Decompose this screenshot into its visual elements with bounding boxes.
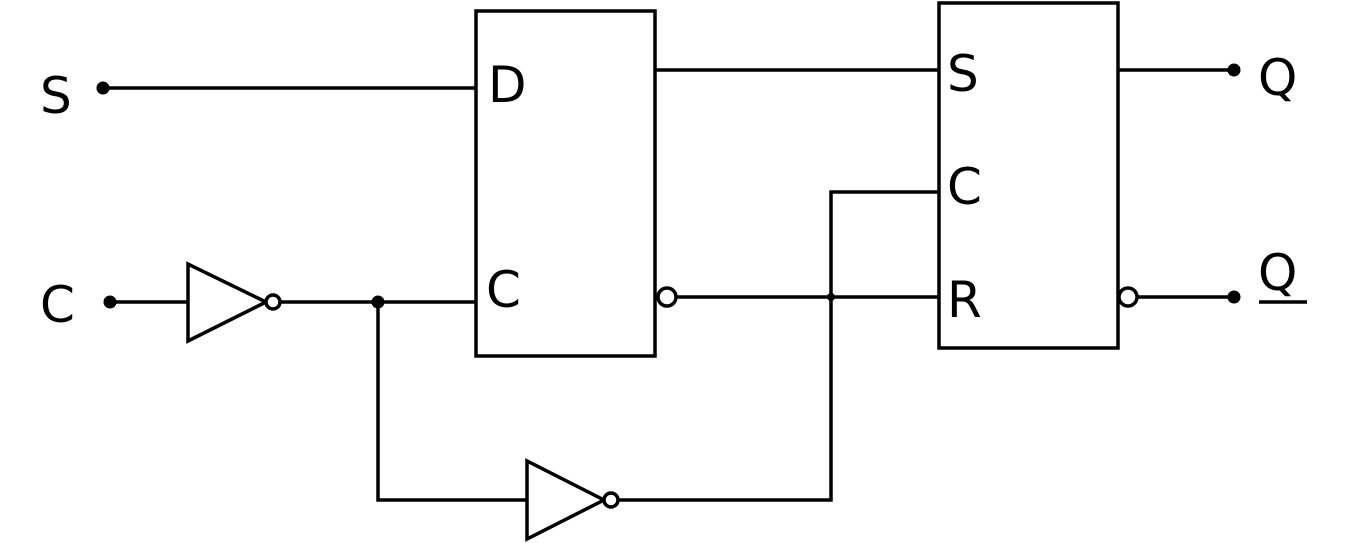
d-latch-d-label: D bbox=[488, 56, 527, 114]
wires bbox=[103, 68, 1234, 502]
output-qbar-terminal bbox=[1227, 290, 1241, 304]
output-q-label: Q bbox=[1258, 49, 1297, 107]
input-c-label: C bbox=[40, 276, 75, 334]
wire-branch-to-lower-inverter bbox=[376, 302, 527, 502]
d-latch: D C bbox=[474, 9, 678, 358]
sr-latch: S C R bbox=[937, 1, 1139, 350]
wire-lower-inverter-to-sr-c bbox=[619, 190, 939, 502]
terminal-labels: S C Q Q bbox=[40, 49, 1307, 334]
input-s-label: S bbox=[40, 67, 72, 125]
output-q-terminal bbox=[1227, 63, 1241, 77]
junctions bbox=[96, 63, 1241, 309]
input-c-terminal bbox=[103, 295, 117, 309]
lower-inverter-triangle bbox=[525, 458, 608, 542]
sr-latch-c-label: C bbox=[947, 158, 982, 216]
output-qbar-label: Q bbox=[1258, 244, 1297, 302]
input-inverter bbox=[186, 261, 282, 344]
sr-latch-box bbox=[937, 1, 1120, 350]
branch-junction bbox=[371, 295, 385, 309]
sr-latch-r-label: R bbox=[947, 271, 982, 329]
input-s-terminal bbox=[96, 81, 110, 95]
d-latch-inverted-output-bubble bbox=[656, 286, 678, 308]
d-latch-box bbox=[474, 9, 657, 358]
lower-inverter-bubble bbox=[602, 491, 620, 509]
sr-latch-inverted-output-bubble bbox=[1117, 286, 1139, 308]
sr-latch-s-label: S bbox=[947, 45, 979, 103]
d-latch-c-label: C bbox=[486, 261, 521, 319]
crossing-junction bbox=[827, 293, 835, 301]
lower-inverter bbox=[525, 458, 620, 542]
input-inverter-bubble bbox=[264, 293, 282, 311]
input-inverter-triangle bbox=[186, 261, 270, 344]
